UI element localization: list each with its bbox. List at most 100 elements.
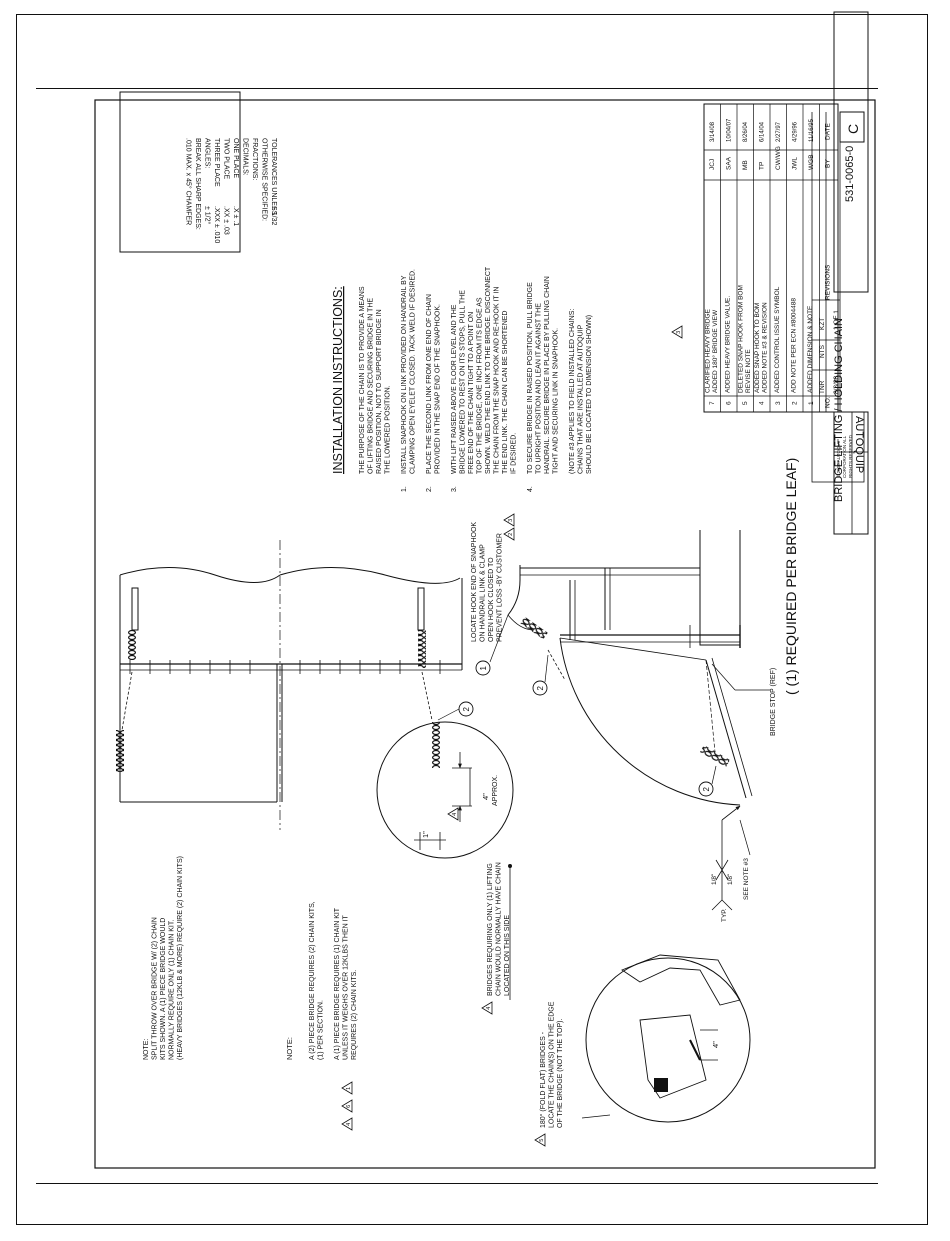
install-step-line: BRIDGE LOWERED TO REST ON ITS STOPS, PUL… xyxy=(460,290,467,474)
note2-triangles: 4 6 1 xyxy=(341,1081,353,1131)
install-note-line: SHOULD BE LOCATED TO DIMENSION SHOWN) xyxy=(586,315,593,474)
note2-title: NOTE: xyxy=(285,1037,294,1060)
svg-text:4: 4 xyxy=(452,813,458,816)
revision-description: REVISE NOTE xyxy=(745,349,752,393)
revision-description: ADDED CONTROL ISSUE SYMBOL xyxy=(774,286,781,393)
weld-bottom: 1/8" xyxy=(727,873,734,885)
locate-hook-line: OPEN HOOK CLOSED TO xyxy=(488,557,495,642)
revision-number: 2 xyxy=(792,401,799,405)
revision-description: DELETED SNAP HOOK FROM BOM xyxy=(738,285,745,393)
note5-line: 180° (FOLD FLAT) BRIDGES - xyxy=(539,1031,547,1128)
revision-date: 4/29/96 xyxy=(793,121,799,142)
approx-dim: 4" xyxy=(481,793,490,800)
tolerance-line: DECIMALS: xyxy=(242,138,249,176)
locate-hook-triangles: 2 3 xyxy=(503,513,515,541)
weld-top: 1/8" xyxy=(711,873,718,885)
svg-text:6: 6 xyxy=(346,1105,352,1108)
install-title: INSTALLATION INSTRUCTIONS: xyxy=(331,286,345,474)
tolerance-line: OTHERWISE SPECIFIED: xyxy=(261,138,268,221)
install-step-line: SHOWN. WELD THE END LINK TO THE BRIDGE. … xyxy=(485,266,492,474)
install-step-line: THE END LINK. THE CHAIN CAN BE SHORTENED xyxy=(502,311,509,475)
install-intro-line: RAISED POSITION, NOT TO SUPPORT BRIDGE I… xyxy=(376,309,383,474)
company-name: AUTOQUIP xyxy=(853,416,865,473)
revision-by: CW/WG xyxy=(775,146,782,170)
install-step-line: FREE END OF THE CHAIN TIGHT TO A POINT O… xyxy=(468,312,475,474)
note5-line: LOCATE THE CHAIN(S) ON THE EDGE xyxy=(549,1001,556,1128)
revision-letter: C xyxy=(845,124,861,134)
note1-line: NOTE: xyxy=(143,1039,150,1060)
revision-header-date: DATE xyxy=(825,122,832,140)
locate-hook-line: PREVENT LOSS -BY CUSTOMER xyxy=(497,533,504,642)
install-step-line: WITH LIFT RAISED ABOVE FLOOR LEVEL AND T… xyxy=(451,304,458,474)
install-step-line: INSTALL SNAPHOOK ON LINK PROVIDED ON HAN… xyxy=(401,275,408,474)
revision-number: 4 xyxy=(759,401,766,405)
revision-description: CLARIFIED HEAVY BRIDGE xyxy=(705,308,712,393)
drawing-frame xyxy=(94,99,876,1169)
install-step-number: 2. xyxy=(426,486,433,492)
tolerance-line: TWO PLACE xyxy=(223,138,230,180)
drawing-title: BRIDGE LIFTING / HOLDING CHAIN xyxy=(833,318,845,502)
dim-1in: 1" xyxy=(421,831,430,838)
note2b-line: A (1) PIECE BRIDGE REQUIRES (1) CHAIN KI… xyxy=(334,907,341,1060)
copyright-line: © 2008 AUTOQUIP xyxy=(835,439,841,478)
revision-header-no: NO. xyxy=(825,396,832,408)
see-note-3: SEE NOTE #3 xyxy=(743,858,750,900)
revision-number: 5 xyxy=(742,401,749,405)
note4-line: BRIDGES REQUIRING ONLY (1) LIFTING xyxy=(487,863,494,996)
note2b-line: UNLESS IT WEIGHS OVER 12KLBS THEN IT xyxy=(343,914,350,1060)
locate-hook-line: LOCATE HOOK END OF SNAPHOOK xyxy=(471,522,478,642)
locate-hook-line: ON HANDRAIL LINK & CLAMP xyxy=(480,544,487,642)
balloon-1: 1 xyxy=(479,666,488,671)
detail-4in: 4" xyxy=(711,1041,720,1048)
install-intro-line: THE LOWERED POSITION. xyxy=(385,385,392,474)
note4-line: CHAIN WOULD NORMALLY HAVE CHAIN xyxy=(496,862,503,996)
svg-text:3: 3 xyxy=(676,331,682,334)
detail-circle-1: 4" APPROX. 4 1" xyxy=(376,721,514,1000)
title-block: AUTOQUIP xyxy=(833,11,869,535)
revision-date: 10/04/07 xyxy=(727,118,733,142)
chain-top-right xyxy=(418,630,426,668)
top-rule xyxy=(36,88,878,89)
tolerance-line: ANGLES: xyxy=(204,138,211,168)
install-step-line: PROVIDED IN THE SNAP END OF THE SNAPHOOK… xyxy=(435,304,442,474)
tolerance-line: THREE PLACE xyxy=(213,138,220,187)
copyright-line: RIGHTS RESERVED xyxy=(848,434,853,478)
install-step-line: TO SECURE BRIDGE IN RAISED POSITION, PUL… xyxy=(527,282,534,474)
svg-text:APPROX.: APPROX. xyxy=(492,775,499,806)
note2a-line: A (2) PIECE BRIDGE REQUIRES (2) CHAIN KI… xyxy=(309,901,316,1060)
revision-date: 6/14/04 xyxy=(760,121,766,142)
tolerance-line: .010 MAX. x 45° CHAMFER xyxy=(185,138,193,225)
revision-date: 3/14/08 xyxy=(710,121,716,142)
tolerance-line: BREAK ALL SHARP EDGES: xyxy=(194,138,201,230)
install-note-line: (NOTE #3 APPLIES TO FIELD INSTALLED CHAI… xyxy=(569,309,576,474)
install-step-line: CLAMPING OPEN EYELET CLOSED. TACK WELD I… xyxy=(410,269,417,474)
tolerance-value: .XX ± .03 xyxy=(223,206,230,235)
install-step-line: PLACE THE SECOND LINK FROM ONE END OF CH… xyxy=(426,294,433,474)
svg-text:2: 2 xyxy=(462,707,471,712)
title-block-text: BRIDGE LIFTING / HOLDING CHAIN 531-0065-… xyxy=(811,111,865,502)
install-step-line: IF DESIRED. xyxy=(511,433,518,474)
required-label: ( (1) REQUIRED PER BRIDGE LEAF) xyxy=(783,458,799,695)
svg-text:2: 2 xyxy=(508,533,514,536)
revision-by: SAA xyxy=(726,156,733,170)
revision-by: MB xyxy=(742,160,749,170)
install-step-line: THE CHAIN FROM THE SNAP HOOK AND RE-HOOK… xyxy=(494,287,501,474)
chain-top-left xyxy=(128,630,136,660)
note2b-line: REQUIRES (2) CHAIN KITS. xyxy=(351,970,358,1060)
note4-line: LOCATED ON THIS SIDE xyxy=(504,915,511,996)
revision-description: ADDED NOTE #3 & REVISION xyxy=(762,302,769,393)
note1-line: NORMALLY REQUIRE ONLY (1) CHAIN KIT. xyxy=(169,920,176,1060)
tolerance-value: .XXX ± .010 xyxy=(213,206,220,243)
revision-header-by: BY xyxy=(825,159,832,168)
page-border xyxy=(16,14,928,1225)
note5-line: OF THE BRIDGE (NOT THE TOP). xyxy=(557,1019,564,1128)
note-block-2: NOTE: A (2) PIECE BRIDGE REQUIRES (2) CH… xyxy=(285,901,358,1060)
tolerance-line: ONE PLACE xyxy=(232,138,239,178)
balloon-2-top: 2 xyxy=(437,701,474,721)
drawn-by: TNR xyxy=(819,380,826,394)
installation-instructions: INSTALLATION INSTRUCTIONS: THE PURPOSE O… xyxy=(331,266,593,492)
copyright-line: CORPORATION ALL xyxy=(842,435,847,478)
